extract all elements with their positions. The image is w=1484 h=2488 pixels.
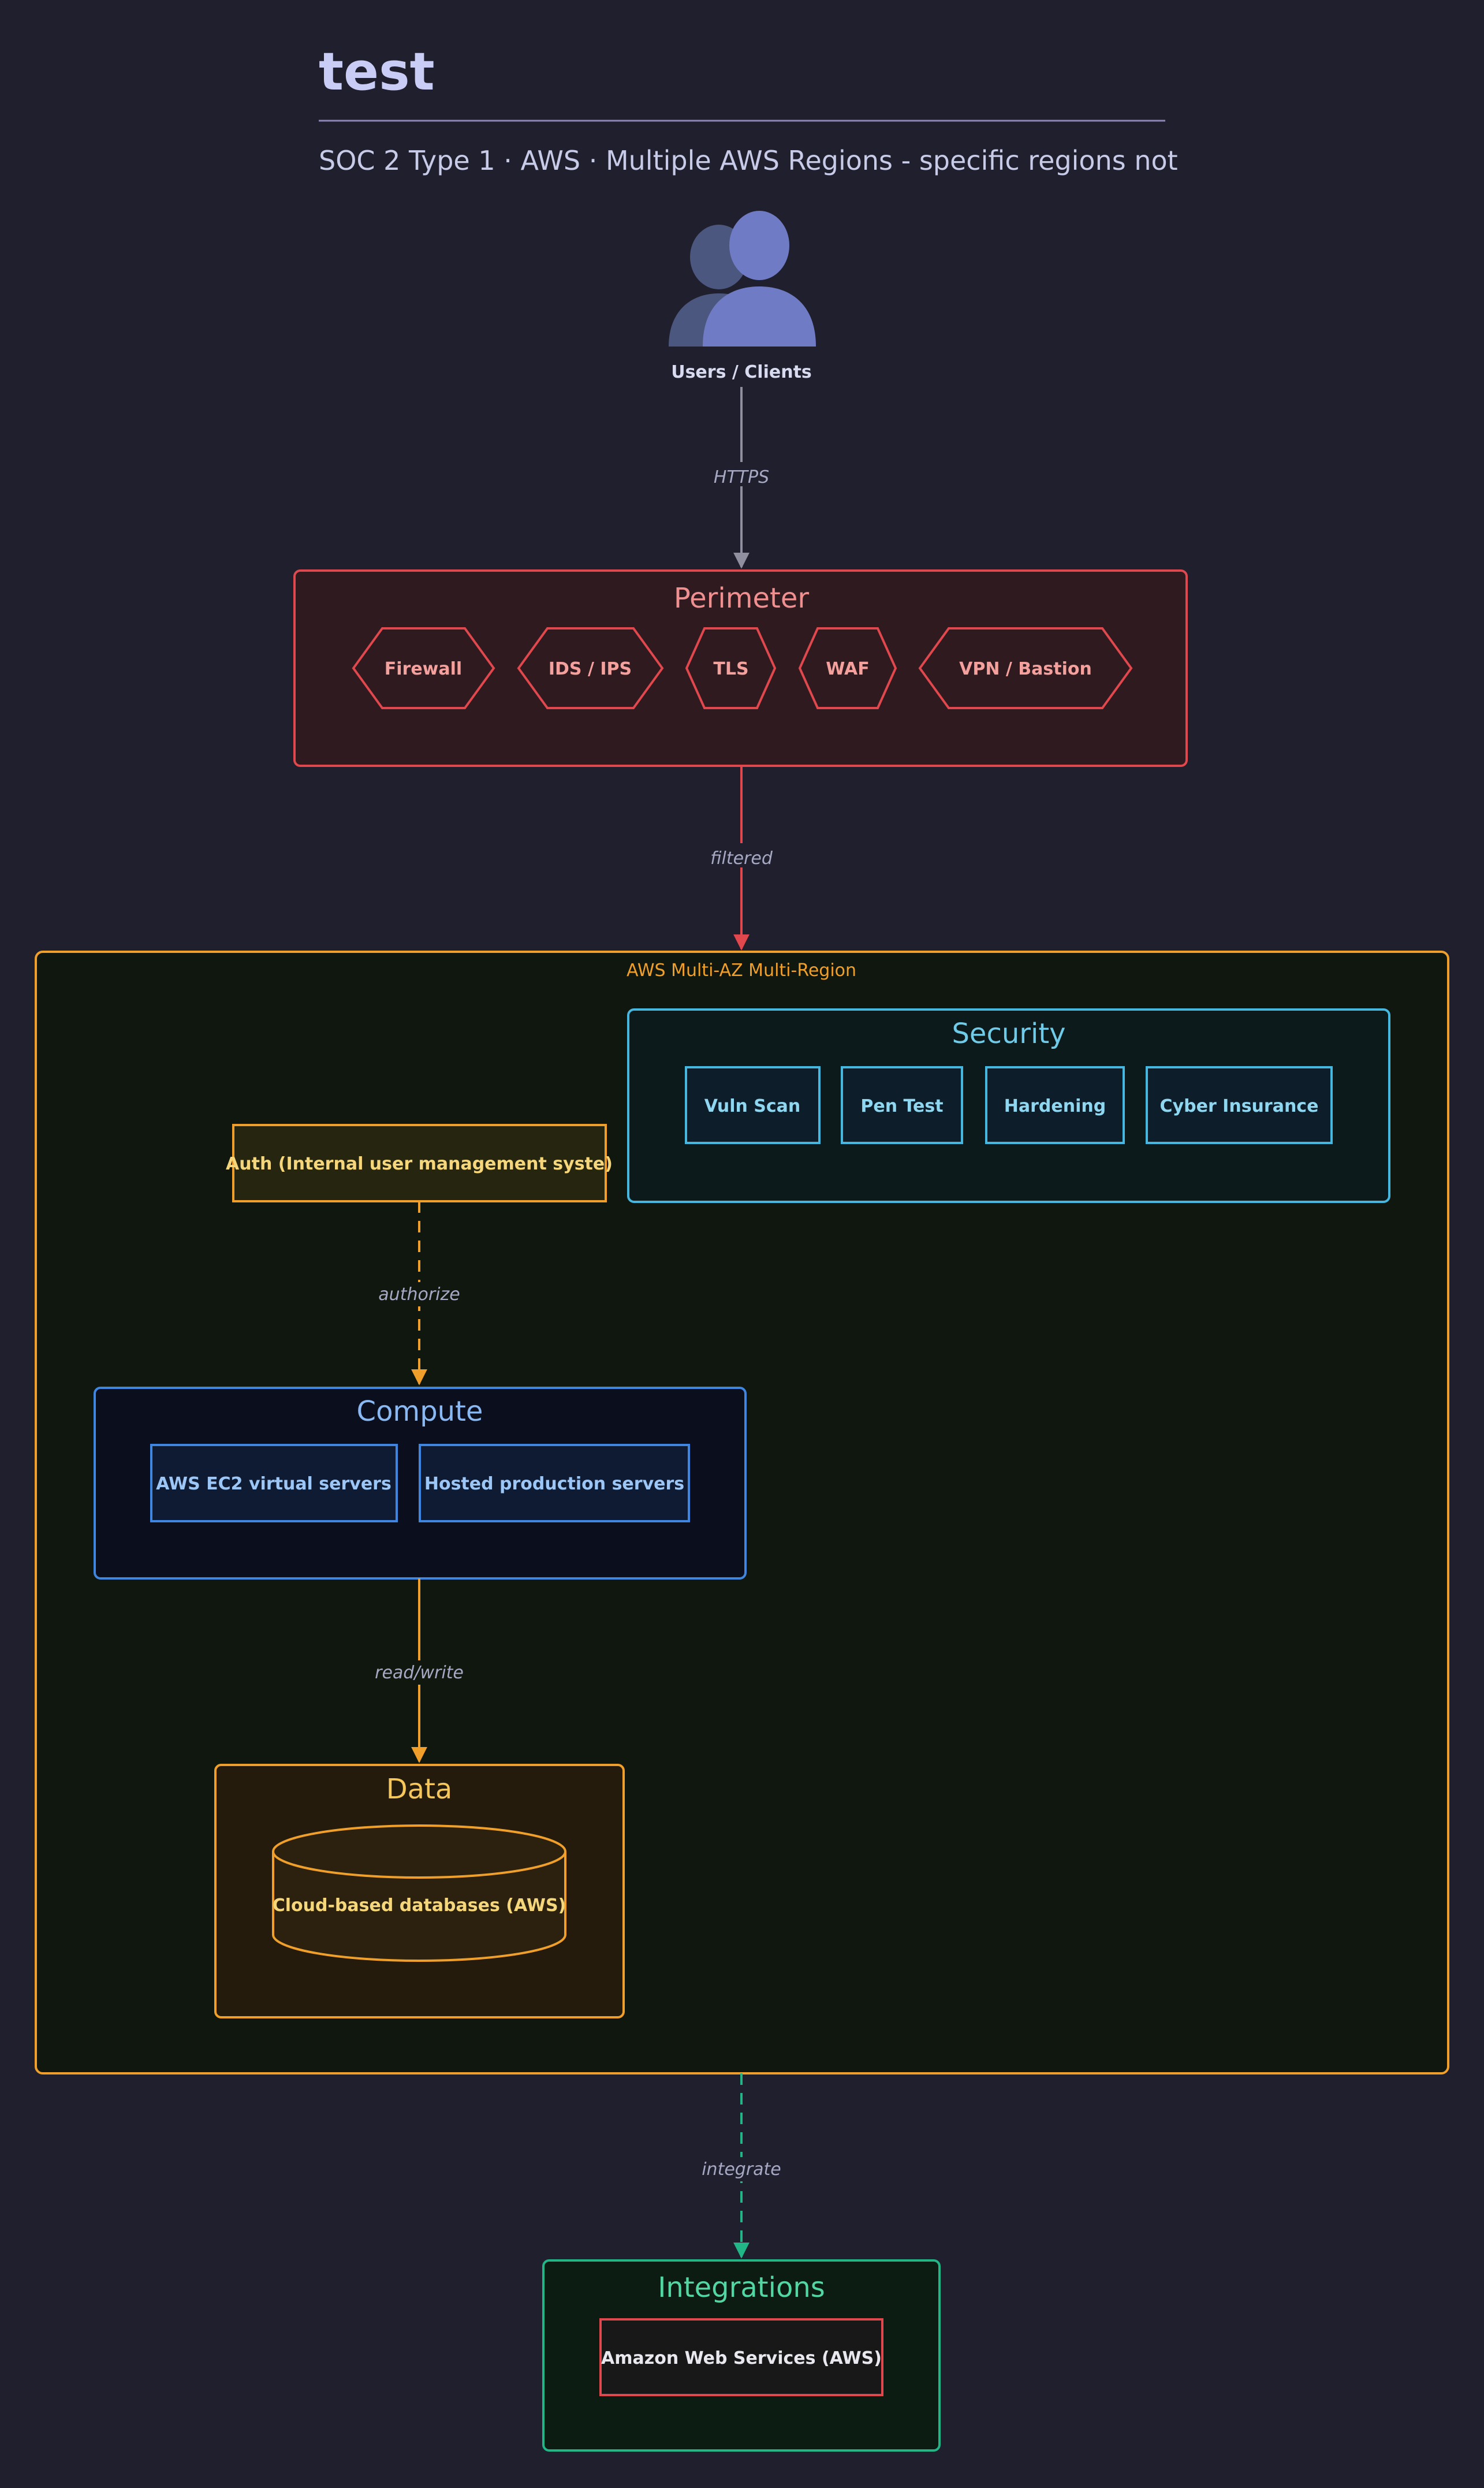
perimeter-vpn-bastion: VPN / Bastion bbox=[918, 627, 1133, 709]
perimeter-vpn-bastion-label: VPN / Bastion bbox=[959, 659, 1092, 679]
data-title: Data bbox=[386, 1773, 453, 1805]
perimeter-tls-label: TLS bbox=[713, 659, 748, 679]
users-icon bbox=[669, 211, 816, 347]
perimeter-firewall-label: Firewall bbox=[385, 659, 462, 679]
compute-hosted-label: Hosted production servers bbox=[424, 1474, 684, 1494]
edge-authorize-label-bg bbox=[379, 1282, 460, 1306]
auth-label: Auth (Internal user management syste) bbox=[226, 1154, 613, 1174]
edge-integrate-label: integrate bbox=[702, 2159, 781, 2180]
edge-read-write-label-bg bbox=[375, 1660, 463, 1685]
security-cyber-insurance-label: Cyber Insurance bbox=[1160, 1096, 1319, 1116]
edge-https-label: HTTPS bbox=[714, 467, 769, 487]
page-subtitle: SOC 2 Type 1 · AWS · Multiple AWS Region… bbox=[319, 145, 1178, 176]
edge-read-write-label: read/write bbox=[375, 1663, 464, 1683]
compute-hosted: Hosted production servers bbox=[419, 1444, 690, 1522]
users-label: Users / Clients bbox=[671, 362, 812, 382]
security-hardening-label: Hardening bbox=[1004, 1096, 1106, 1116]
compute-ec2: AWS EC2 virtual servers bbox=[150, 1444, 398, 1522]
integration-aws: Amazon Web Services (AWS) bbox=[599, 2318, 883, 2396]
perimeter-waf: WAF bbox=[798, 627, 897, 709]
compute-ec2-label: AWS EC2 virtual servers bbox=[156, 1474, 391, 1494]
security-vuln-scan-label: Vuln Scan bbox=[704, 1096, 801, 1116]
perimeter-ids-ips-label: IDS / IPS bbox=[549, 659, 632, 679]
integrations-title: Integrations bbox=[658, 2271, 825, 2304]
perimeter-tls: TLS bbox=[685, 627, 777, 709]
edge-authorize-label: authorize bbox=[378, 1284, 460, 1305]
perimeter-title: Perimeter bbox=[674, 582, 809, 614]
edge-https-label-bg bbox=[714, 462, 769, 486]
security-title: Security bbox=[952, 1018, 1065, 1050]
edge-filtered-label-bg bbox=[708, 843, 775, 867]
security-hardening: Hardening bbox=[985, 1066, 1125, 1144]
perimeter-ids-ips: IDS / IPS bbox=[517, 627, 664, 709]
edge-filtered-label: filtered bbox=[710, 848, 773, 869]
integration-aws-label: Amazon Web Services (AWS) bbox=[601, 2348, 882, 2368]
perimeter-waf-label: WAF bbox=[826, 659, 869, 679]
security-cyber-insurance: Cyber Insurance bbox=[1146, 1066, 1333, 1144]
edge-integrate-label-bg bbox=[701, 2157, 782, 2181]
compute-title: Compute bbox=[357, 1395, 483, 1428]
security-pen-test: Pen Test bbox=[841, 1066, 963, 1144]
security-pen-test-label: Pen Test bbox=[860, 1096, 943, 1116]
auth-node: Auth (Internal user management syste) bbox=[226, 1124, 613, 1202]
database-cylinder: Cloud-based databases (AWS) bbox=[272, 1824, 566, 1962]
page-title: test bbox=[319, 42, 435, 102]
region-label: AWS Multi-AZ Multi-Region bbox=[627, 960, 856, 981]
security-vuln-scan: Vuln Scan bbox=[685, 1066, 821, 1144]
database-label: Cloud-based databases (AWS) bbox=[273, 1895, 566, 1916]
perimeter-firewall: Firewall bbox=[352, 627, 495, 709]
